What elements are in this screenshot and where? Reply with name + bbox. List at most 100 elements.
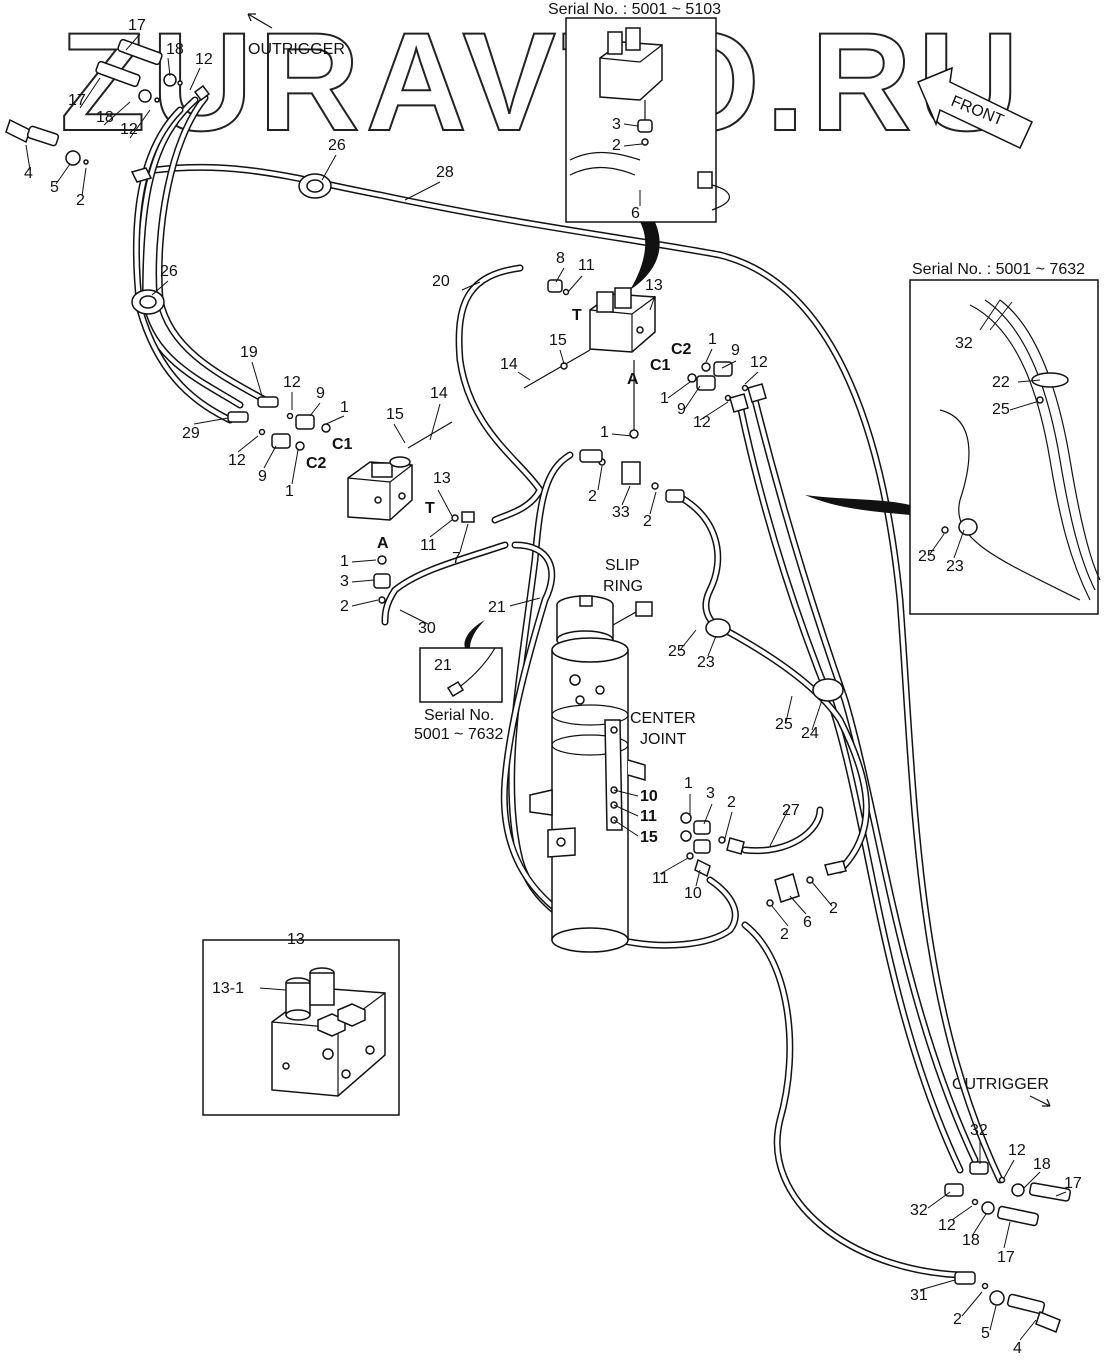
port-a-left: A: [377, 535, 389, 552]
serial-small-line-1: Serial No.: [424, 707, 494, 724]
callout-label: 29: [182, 425, 200, 442]
callout-label: 5: [50, 179, 59, 196]
joint-number-10: 10: [640, 788, 658, 805]
bottom-right-fittings: [944, 1161, 1072, 1333]
slip-ring-line-1: SLIP: [605, 557, 640, 574]
callout-label: 20: [432, 273, 450, 290]
joint-number-labels: 10 11 15: [613, 788, 658, 846]
callout-label: 23: [946, 558, 964, 575]
callout-label: 31: [910, 1287, 928, 1304]
center-joint: [529, 595, 653, 953]
serial-top-label: Serial No. : 5001 ~ 5103: [548, 1, 721, 18]
callout-label: 14: [430, 385, 448, 402]
callout-label: 18: [1033, 1156, 1051, 1173]
right-valve-block: [523, 279, 767, 503]
callout-label: 2: [953, 1311, 962, 1328]
detail-13-box: [202, 939, 400, 1116]
leader-lines: [25, 33, 1067, 1341]
callout-label: 21: [434, 657, 452, 674]
callout-label: 12: [120, 121, 138, 138]
callout-label: 27: [782, 802, 800, 819]
callout-label: 1: [660, 390, 669, 407]
callout-label: 11: [420, 537, 437, 554]
callout-label: 2: [829, 900, 838, 917]
callout-label: 2: [727, 794, 736, 811]
port-c2-right: C2: [671, 341, 692, 358]
callout-label: 2: [588, 488, 597, 505]
callout-label: 13: [645, 277, 663, 294]
port-a-right: A: [627, 371, 639, 388]
joint-number-11: 11: [640, 808, 657, 825]
callout-label: 18: [962, 1232, 980, 1249]
callout-label: 32: [970, 1122, 988, 1139]
outrigger-bottom-group: OUTRIGGER: [952, 1076, 1051, 1107]
callout-label: 1: [708, 331, 717, 348]
inset-pointer-right: [805, 495, 910, 515]
callout-label: 2: [340, 598, 349, 615]
callout-label: 7: [452, 550, 461, 567]
callout-label: 2: [612, 137, 621, 154]
callout-label: 12: [283, 374, 301, 391]
port-c1-right: C1: [650, 357, 671, 374]
outrigger-top-group: OUTRIGGER: [247, 13, 345, 58]
serial-small-text: Serial No. 5001 ~ 7632: [414, 707, 504, 743]
callout-label: 3: [706, 785, 715, 802]
clamp-23: [705, 618, 731, 638]
callout-label: 25: [992, 401, 1010, 418]
port-c2-left: C2: [306, 455, 327, 472]
callout-label: 23: [697, 654, 715, 671]
callout-label: 10: [684, 885, 702, 902]
center-joint-line-2: JOINT: [640, 731, 686, 748]
callout-label: 6: [803, 914, 812, 931]
callout-label: 26: [160, 263, 178, 280]
callout-label: 4: [1013, 1340, 1022, 1357]
inset-serial-top: Serial No. : 5001 ~ 5103: [548, 1, 730, 223]
port-labels: C1 C2 T A C1 C2 T A: [306, 307, 692, 552]
outrigger-top-arrow-icon: [247, 13, 273, 29]
watermark-text: ZURAVTO.RU: [60, 3, 1025, 160]
callout-label: 1: [600, 424, 609, 441]
port-c1-left: C1: [332, 436, 353, 453]
port-t-left: T: [425, 500, 435, 517]
callout-label: 11: [652, 870, 669, 887]
callout-label: 13: [433, 470, 451, 487]
callout-label: 3: [340, 573, 349, 590]
callout-label: 12: [1008, 1142, 1026, 1159]
center-joint-text: CENTER JOINT: [630, 710, 696, 748]
callout-label: 14: [500, 356, 518, 373]
callout-label: 9: [677, 401, 686, 418]
callout-label: 21: [488, 599, 506, 616]
slip-ring-text: SLIP RING: [603, 557, 643, 595]
callout-label: 18: [166, 41, 184, 58]
callout-label: 12: [938, 1217, 956, 1234]
callout-label: 33: [612, 504, 630, 521]
inset-serial-small: [419, 647, 503, 703]
callout-label: 32: [955, 335, 973, 352]
callout-label: 12: [750, 354, 768, 371]
left-valve-block: [227, 396, 475, 604]
callout-label: 25: [775, 716, 793, 733]
center-joint-fittings: [680, 812, 847, 907]
callout-label: 1: [285, 483, 294, 500]
callout-label: 15: [386, 406, 404, 423]
callout-label: 17: [1064, 1175, 1082, 1192]
callout-label: 2: [76, 192, 85, 209]
grommet-26-left: [131, 289, 165, 315]
detail-box-label: 13-1: [212, 980, 244, 997]
inset-pointer-small: [464, 620, 485, 648]
callout-label: 12: [195, 51, 213, 68]
center-joint-line-1: CENTER: [630, 710, 696, 727]
callout-label: 24: [801, 725, 819, 742]
grommet-26-top: [298, 173, 332, 199]
slip-ring-connector-icon: [635, 601, 653, 617]
outrigger-top-label: OUTRIGGER: [248, 41, 345, 58]
hose-lines: [132, 94, 1004, 1279]
slip-ring-line-2: RING: [603, 578, 643, 595]
inset-serial-right: Serial No. : 5001 ~ 7632: [909, 261, 1101, 615]
serial-right-label: Serial No. : 5001 ~ 7632: [912, 261, 1085, 278]
callout-label: 4: [24, 165, 33, 182]
serial-small-line-2: 5001 ~ 7632: [414, 726, 504, 743]
outrigger-bottom-arrow-icon: [1029, 1095, 1051, 1107]
callout-label: 32: [910, 1202, 928, 1219]
